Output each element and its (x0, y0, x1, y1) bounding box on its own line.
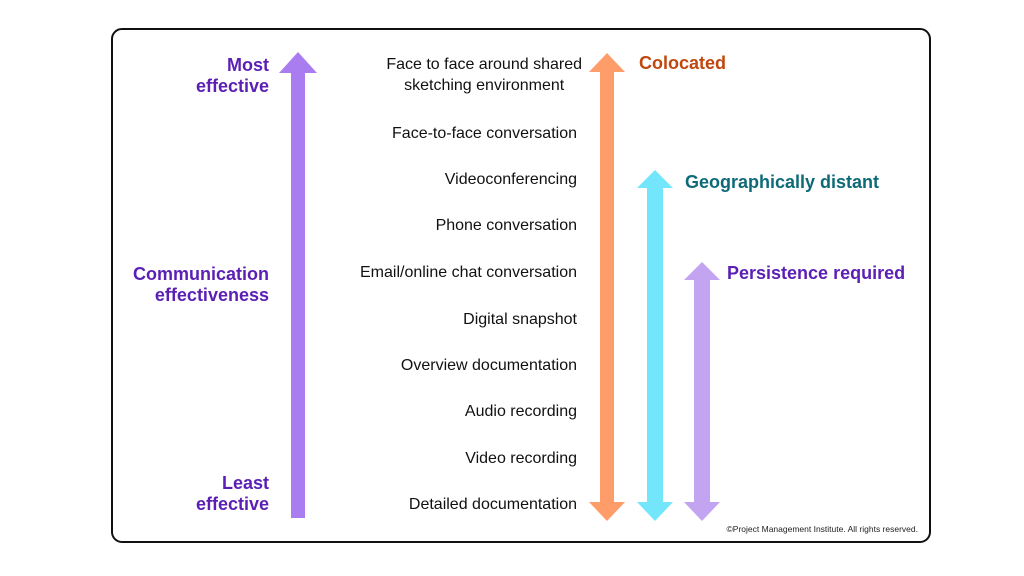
method-item: Email/online chat conversation (359, 264, 577, 281)
least-effective-label: Least effective (69, 473, 269, 515)
geographically-distant-arrow (637, 170, 673, 521)
most-effective-line-1: Most (227, 55, 269, 75)
geographically-distant-label: Geographically distant (685, 172, 880, 192)
most-effective-line-2: effective (195, 76, 269, 96)
method-item: Audio recording (464, 403, 577, 420)
persistence-required-label: Persistence required (727, 263, 906, 283)
method-item: Face-to-face conversation (392, 125, 577, 142)
colocated-arrow (589, 53, 625, 521)
method-item: Overview documentation (400, 357, 577, 374)
copyright-notice: ©Project Management Institute. All right… (726, 524, 918, 534)
colocated-label: Colocated (639, 53, 727, 73)
communication-effectiveness-label: Communication effectiveness (69, 264, 269, 306)
least-effective-line-1: Least (221, 473, 269, 493)
method-item: Videoconferencing (444, 171, 577, 188)
least-effective-line-2: effective (195, 494, 269, 514)
method-item: Digital snapshot (463, 311, 577, 328)
method-item-line-1: Face to face around shared (386, 56, 582, 73)
method-item: Phone conversation (435, 217, 577, 234)
method-item: Detailed documentation (408, 496, 577, 513)
diagram-frame (111, 28, 931, 543)
communication-effectiveness-line-1: Communication (132, 264, 269, 284)
persistence-required-arrow (684, 262, 720, 521)
method-item: Video recording (465, 450, 577, 467)
communication-effectiveness-line-2: effectiveness (154, 285, 269, 305)
method-item: Face to face around shared sketching env… (386, 54, 582, 96)
most-effective-label: Most effective (69, 55, 269, 97)
effectiveness-arrow (279, 52, 317, 518)
method-item-line-2: sketching environment (404, 77, 565, 94)
